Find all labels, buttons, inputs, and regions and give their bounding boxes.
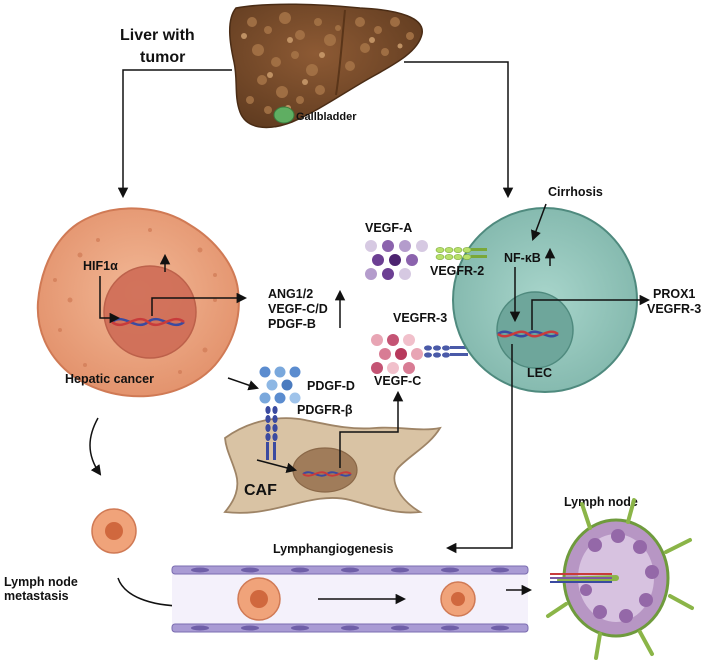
liver-title-line2: tumor <box>140 49 185 66</box>
lymphangiogenesis-label: Lymphangiogenesis <box>273 542 393 556</box>
vegf-cd-label: VEGF-C/D <box>268 302 328 316</box>
caf-label: CAF <box>244 482 277 499</box>
vegfr-3-receptor <box>424 345 468 358</box>
liver-title-line1: Liver with <box>120 27 195 44</box>
vegf-a-ligands <box>365 240 428 280</box>
vegf-a-label: VEGF-A <box>365 221 412 235</box>
pdgfr-beta-receptor <box>265 406 278 460</box>
liver-illustration <box>229 3 423 129</box>
arrow-cirrhosis-to-nfkb <box>531 203 547 241</box>
arrow-caf-to-vegfc <box>339 390 404 468</box>
arrow-dna-to-prox1 <box>531 294 651 330</box>
caf-cell <box>223 417 442 514</box>
arrow-cancer-to-pdgfd <box>227 377 259 391</box>
lymph-node-illustration <box>546 498 694 660</box>
pdgf-b-label: PDGF-B <box>268 317 316 331</box>
lec-label: LEC <box>527 366 552 380</box>
arrow-lec-to-lymphangiogenesis <box>445 344 513 554</box>
gallbladder-shape <box>273 106 295 124</box>
lymph-node-title: Lymph node <box>564 495 638 509</box>
cirrhosis-label: Cirrhosis <box>548 185 603 199</box>
vegfr-2-label: VEGFR-2 <box>430 264 484 278</box>
nf-kb-label: NF-κB <box>504 251 541 265</box>
disseminated-tumor-cell <box>91 508 137 554</box>
vessel-tumor-cell-1 <box>237 577 281 621</box>
hepatic-cancer-label: Hepatic cancer <box>65 372 154 386</box>
arrow-receptor-to-caf-dna <box>256 459 298 473</box>
arrow-dna-to-factors <box>151 292 248 316</box>
vessel-tumor-cell-2 <box>440 581 476 617</box>
vegfr-3-left-label: VEGFR-3 <box>393 311 447 325</box>
ang-label: ANG1/2 <box>268 287 313 301</box>
arrow-liver-to-cancer <box>117 69 232 199</box>
pdgf-d-label: PDGF-D <box>307 379 355 393</box>
hepatic-cancer-cell <box>36 207 240 398</box>
arrow-liver-to-lec <box>404 61 514 199</box>
vegfr-2-receptor <box>435 247 487 260</box>
vegf-c-label: VEGF-C <box>374 374 421 388</box>
vegf-c-ligands <box>371 334 423 374</box>
pdgf-d-ligands <box>259 366 301 404</box>
vegfr-3-right-label: VEGFR-3 <box>647 302 701 316</box>
metastasis-label-line2: metastasis <box>4 589 69 603</box>
arrow-hif1a-to-dna <box>99 276 121 324</box>
arrow-cancer-to-disseminated <box>89 417 102 476</box>
metastasis-label-line1: Lymph node <box>4 575 78 589</box>
hif1a-label: HIF1α <box>83 259 118 273</box>
prox1-label: PROX1 <box>653 287 695 301</box>
cancer-nucleus <box>103 265 197 359</box>
caf-nucleus <box>292 447 358 493</box>
gallbladder-label: Gallbladder <box>296 111 357 123</box>
lec-nucleus <box>496 291 574 369</box>
pdgfr-beta-label: PDGFR-β <box>297 403 353 417</box>
